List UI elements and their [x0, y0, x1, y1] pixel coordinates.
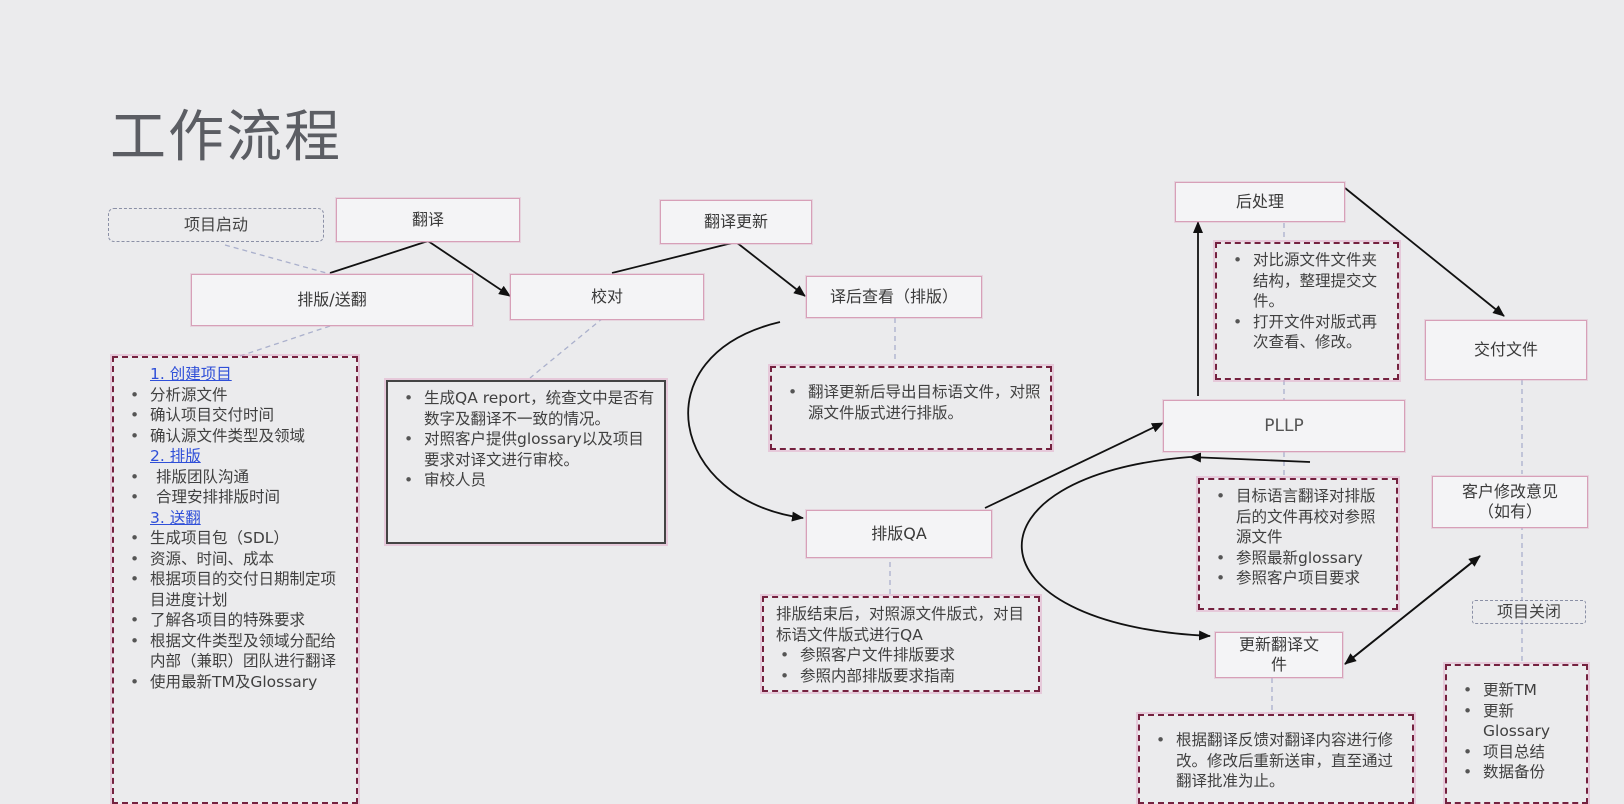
arrow-update-to-pllp [1189, 452, 1311, 463]
line-translate-left [329, 240, 429, 274]
list-item: 生成项目包（SDL） [126, 528, 348, 549]
box-kickoff: 项目启动 [108, 208, 324, 242]
box-pllp: PLLP [1163, 400, 1405, 452]
note-project-close: 更新TM 更新Glossary 项目总结 数据备份 [1445, 664, 1588, 804]
list-item: 确认源文件类型及领域 [126, 426, 348, 447]
list-item: 项目总结 [1459, 742, 1578, 763]
box-post-review: 译后查看（排版） [806, 276, 982, 318]
box-update-translation: 更新翻译文 件 [1215, 632, 1343, 678]
note-prep: 1. 创建项目 分析源文件 确认项目交付时间 确认源文件类型及领域 2. 排版 … [112, 356, 358, 804]
list-item: 参照客户文件排版要求 [776, 645, 1030, 666]
note-prep-heading-1: 1. 创建项目 [150, 365, 232, 383]
update-translation-line2: 件 [1270, 655, 1287, 674]
box-typeset-send: 排版/送翻 [191, 274, 473, 326]
list-item: 打开文件对版式再次查看、修改。 [1229, 312, 1389, 353]
list-item: 根据文件类型及领域分配给内部（兼职）团队进行翻译 [126, 631, 348, 672]
arrow-post-to-deliver [1344, 187, 1505, 317]
list-item: 更新Glossary [1459, 701, 1578, 742]
list-item: 目标语言翻译对排版后的文件再校对参照源文件 [1212, 486, 1388, 548]
note-post-process: 对比源文件文件夹结构，整理提交文件。 打开文件对版式再次查看、修改。 [1215, 242, 1399, 380]
client-feedback-line2: （如有） [1477, 502, 1542, 521]
note-pllp: 目标语言翻译对排版后的文件再校对参照源文件 参照最新glossary 参照客户项… [1198, 478, 1398, 610]
note-update-translation: 根据翻译反馈对翻译内容进行修改。修改后重新送审，直至通过翻译批准为止。 [1138, 714, 1414, 804]
list-item: 对照客户提供glossary以及项目要求对译文进行审校。 [400, 429, 656, 470]
note-qa-intro: 排版结束后，对照源文件版式，对目标语文件版式进行QA [776, 605, 1025, 644]
list-item: 使用最新TM及Glossary [126, 672, 348, 693]
arrow-to-proofread [427, 240, 511, 297]
list-item: 参照客户项目要求 [1212, 568, 1388, 589]
box-project-close: 项目关闭 [1472, 600, 1586, 624]
leader-kickoff [224, 244, 331, 275]
arrow-loop-update [1020, 456, 1211, 641]
box-translation-update: 翻译更新 [660, 200, 812, 244]
client-feedback-line1: 客户修改意见 [1461, 482, 1558, 501]
arrow-to-post-review [735, 241, 806, 297]
list-item: 分析源文件 [126, 385, 348, 406]
box-proofread: 校对 [510, 274, 704, 320]
box-translate: 翻译 [336, 198, 520, 242]
list-item: 了解各项目的特殊要求 [126, 610, 348, 631]
note-post-review: 翻译更新后导出目标语文件，对照源文件版式进行排版。 [770, 366, 1052, 450]
list-item: 合理安排排版时间 [126, 487, 348, 508]
list-item: 更新TM [1459, 680, 1578, 701]
list-item: 生成QA report，统查文中是否有数字及翻译不一致的情况。 [400, 388, 656, 429]
list-item: 根据翻译反馈对翻译内容进行修改。修改后重新送审，直至通过翻译批准为止。 [1152, 730, 1404, 792]
list-item: 对比源文件文件夹结构，整理提交文件。 [1229, 250, 1389, 312]
note-typeset-qa: 排版结束后，对照源文件版式，对目标语文件版式进行QA 参照客户文件排版要求 参照… [762, 596, 1040, 692]
list-item: 翻译更新后导出目标语文件，对照源文件版式进行排版。 [784, 382, 1042, 423]
list-item: 数据备份 [1459, 762, 1578, 783]
line-update-left [611, 241, 737, 274]
page-title: 工作流程 [110, 105, 342, 170]
update-translation-line1: 更新翻译文 [1238, 635, 1319, 654]
leader-typeset-send [239, 325, 331, 357]
list-item: 排版团队沟通 [126, 467, 348, 488]
list-item: 根据项目的交付日期制定项目进度计划 [126, 569, 348, 610]
box-deliver: 交付文件 [1425, 320, 1587, 380]
list-item: 资源、时间、成本 [126, 549, 348, 570]
list-item: 参照内部排版要求指南 [776, 666, 1030, 687]
leader-proofread [529, 317, 604, 379]
list-item: 参照最新glossary [1212, 548, 1388, 569]
box-client-feedback: 客户修改意见 （如有） [1432, 476, 1588, 528]
arrow-qa-to-pllp [984, 422, 1164, 509]
arrow-feedback-to-update [1344, 555, 1481, 665]
list-item: 确认项目交付时间 [126, 405, 348, 426]
box-post-process: 后处理 [1175, 182, 1345, 222]
list-item: 审校人员 [400, 470, 656, 491]
arrow-review-to-qa [687, 321, 804, 522]
box-typeset-qa: 排版QA [806, 510, 992, 558]
note-prep-heading-3: 3. 送翻 [150, 508, 201, 527]
note-proofread: 生成QA report，统查文中是否有数字及翻译不一致的情况。 对照客户提供gl… [386, 380, 666, 544]
note-prep-heading-2: 2. 排版 [150, 447, 201, 465]
